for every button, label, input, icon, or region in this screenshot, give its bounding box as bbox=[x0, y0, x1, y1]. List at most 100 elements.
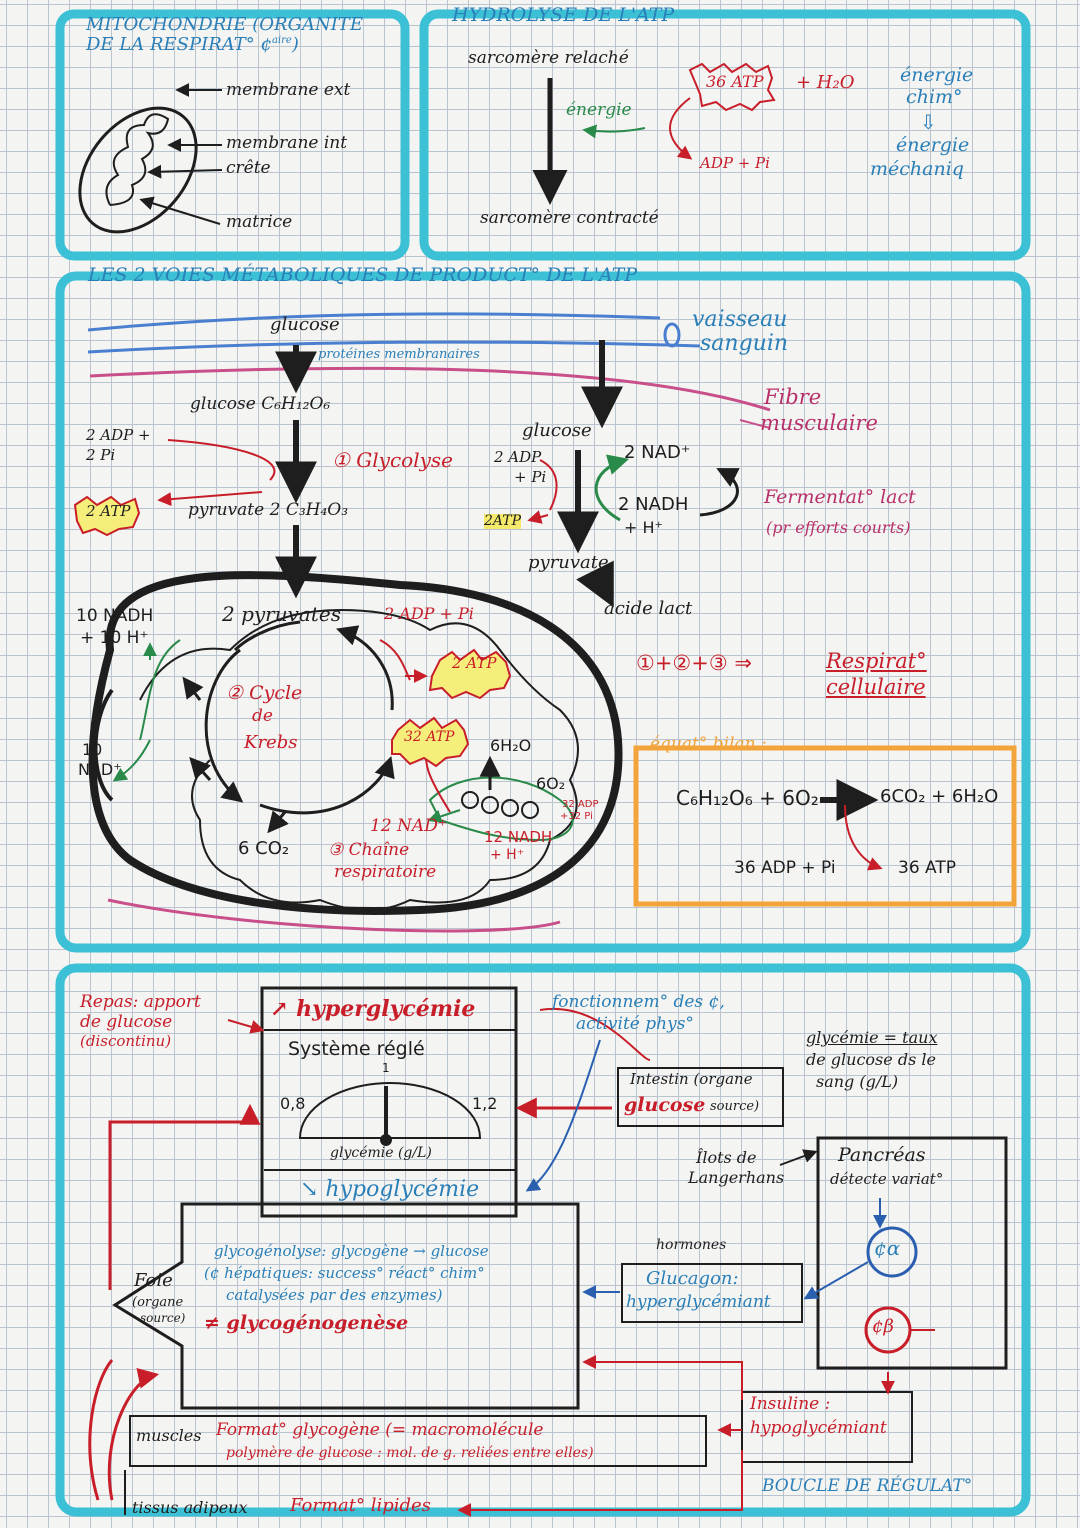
nadh-label: 2 NADH bbox=[618, 494, 689, 515]
acide-lactique: acide lact bbox=[604, 598, 693, 619]
adp-pi-top: ADP + Pi bbox=[700, 154, 770, 172]
h2o-label: 6H₂O bbox=[490, 736, 532, 755]
energie-mecanique-1: énergie bbox=[896, 134, 970, 156]
insuline-box bbox=[741, 1391, 913, 1463]
pyruvates-krebs: 2 pyruvates bbox=[222, 602, 341, 626]
glycemie-def-1: glycémie = taux bbox=[806, 1028, 938, 1047]
energie-mecanique-2: méchaniq bbox=[870, 158, 964, 180]
gauge-mid: 1 bbox=[382, 1061, 390, 1075]
adp-left-1: 2 ADP + bbox=[86, 426, 151, 444]
energie-chimique-2: chim° bbox=[906, 86, 963, 108]
liver-big-arrow bbox=[112, 1202, 580, 1410]
nadh-12-2: + H⁺ bbox=[490, 847, 525, 863]
fermentation-label: Fermentat° lact bbox=[764, 486, 916, 508]
intestin-1: Intestin (organe bbox=[630, 1070, 753, 1088]
insuline-1: Insuline : bbox=[750, 1394, 831, 1414]
glyco-3: catalysées par des enzymes) bbox=[226, 1286, 443, 1304]
foie-2: (organe bbox=[132, 1295, 184, 1310]
adp-32-1: 32 ADP bbox=[562, 799, 599, 810]
fibre-2: musculaire bbox=[760, 411, 878, 435]
glycemie-def-2: de glucose ds le bbox=[806, 1050, 936, 1069]
equation-title: équat° bilan : bbox=[650, 734, 767, 754]
equation-left: C₆H₁₂O₆ + 6O₂ bbox=[676, 786, 819, 810]
glucose-formula: glucose C₆H₁₂O₆ bbox=[190, 394, 331, 414]
gauge-high: 1,2 bbox=[472, 1094, 498, 1113]
equation-box bbox=[633, 745, 1017, 907]
atp-left: 2 ATP bbox=[86, 502, 131, 520]
sarcomere-contracte: sarcomère contracté bbox=[480, 208, 659, 228]
mito-title-line2-text: DE LA RESPIRAT° ¢ bbox=[86, 34, 272, 55]
co2-label: 6 CO₂ bbox=[238, 838, 290, 859]
insuline-2: hypoglycémiant bbox=[750, 1418, 887, 1438]
vaisseau-2: sanguin bbox=[700, 331, 789, 356]
mito-title-line1: MITOCHONDRIE (ORGANITE bbox=[86, 14, 363, 35]
label-membrane-int: membrane int bbox=[226, 133, 348, 153]
atp-mid: 2ATP bbox=[484, 513, 522, 529]
glycemie-def-3: sang (g/L) bbox=[816, 1072, 899, 1091]
adp-left-2: 2 Pi bbox=[86, 446, 116, 464]
glucagon-1: Glucagon: bbox=[646, 1268, 739, 1289]
chain-2: respiratoire bbox=[334, 862, 437, 882]
frames bbox=[55, 9, 1031, 1517]
energie-label: énergie bbox=[566, 100, 632, 120]
gauge-arc bbox=[298, 1082, 482, 1139]
alpha-cell bbox=[866, 1226, 918, 1278]
pyruvate-formula: pyruvate 2 C₃H₄O₃ bbox=[188, 500, 349, 520]
gauge-label: glycémie (g/L) bbox=[330, 1145, 432, 1161]
repas-3: (discontinu) bbox=[80, 1032, 172, 1050]
foie-1: Foie bbox=[134, 1270, 173, 1291]
krebs-3: Krebs bbox=[244, 732, 298, 753]
adp-krebs: 2 ADP + Pi bbox=[384, 604, 474, 623]
hypoglycemie: ↘ hypoglycémie bbox=[300, 1177, 480, 1202]
sarcomere-relache: sarcomère relaché bbox=[468, 48, 629, 68]
boucle-regulation: BOUCLE DE RÉGULAT° bbox=[762, 1476, 973, 1496]
repas-1: Repas: apport bbox=[80, 992, 201, 1012]
label-crete: crête bbox=[226, 158, 271, 178]
fibre-1: Fibre bbox=[764, 385, 822, 409]
ilots-1: Îlots de bbox=[696, 1148, 757, 1167]
intestin-box bbox=[617, 1067, 784, 1127]
gauge-low: 0,8 bbox=[280, 1094, 306, 1113]
adp-32-2: +32 Pi bbox=[560, 811, 593, 822]
glucagon-2: hyperglycémiant bbox=[626, 1292, 771, 1312]
proteines-membranaires: protéines membranaires bbox=[318, 347, 480, 362]
label-matrice: matrice bbox=[226, 212, 293, 232]
glyco-4: ≠ glycogénogenèse bbox=[204, 1312, 409, 1334]
muscles-label: muscles bbox=[136, 1426, 202, 1445]
pancreas-box bbox=[816, 1136, 1008, 1370]
adp-mid-1: 2 ADP bbox=[494, 448, 542, 466]
plus-water: + H₂O bbox=[796, 72, 855, 93]
fonctionnement-2: activité phys° bbox=[576, 1014, 694, 1034]
krebs-2: de bbox=[252, 706, 273, 726]
burst-32atp bbox=[391, 716, 470, 768]
voies-title: LES 2 VOIES MÉTABOLIQUES DE PRODUCT° DE … bbox=[88, 264, 638, 286]
adp-mid-2: + Pi bbox=[514, 468, 547, 486]
respiration-2: cellulaire bbox=[826, 675, 926, 699]
repas-2: de glucose bbox=[80, 1012, 173, 1032]
formation-glycogene: Format° glycogène (= macromolécule bbox=[216, 1420, 544, 1440]
ilots-2: Langerhans bbox=[688, 1168, 785, 1187]
burst-2atp-krebs bbox=[428, 648, 512, 700]
energie-chimique-1: énergie bbox=[900, 64, 974, 86]
pancreas-2: détecte variat° bbox=[830, 1170, 944, 1188]
beta-cell-label: ¢β bbox=[872, 1316, 894, 1337]
intestin-3: source) bbox=[710, 1099, 760, 1114]
atp-32: 32 ATP bbox=[404, 729, 455, 745]
formation-glycogene-2: polymère de glucose : mol. de g. reliées… bbox=[226, 1445, 594, 1461]
mito-title-line2: DE LA RESPIRAT° ¢aire) bbox=[86, 34, 299, 55]
muscles-box bbox=[129, 1415, 707, 1467]
nadh-left-2: + 10 H⁺ bbox=[80, 628, 149, 648]
vessel-lines bbox=[87, 312, 771, 933]
nad-left-1: 10 bbox=[82, 740, 103, 759]
h-plus-label: + H⁺ bbox=[624, 518, 663, 537]
atp-krebs: 2 ATP bbox=[452, 654, 497, 672]
atp-burst-top bbox=[688, 62, 776, 112]
frame-voies bbox=[55, 271, 1031, 953]
glycolyse-label: ① Glycolyse bbox=[332, 448, 453, 472]
frame-hydrolyse bbox=[419, 9, 1031, 261]
pyruvate-fermentation: pyruvate bbox=[528, 552, 609, 573]
vaisseau-1: vaisseau bbox=[692, 307, 788, 332]
equation-right: 6CO₂ + 6H₂O bbox=[880, 786, 999, 807]
down-arrow-energy: ⇩ bbox=[920, 110, 937, 134]
